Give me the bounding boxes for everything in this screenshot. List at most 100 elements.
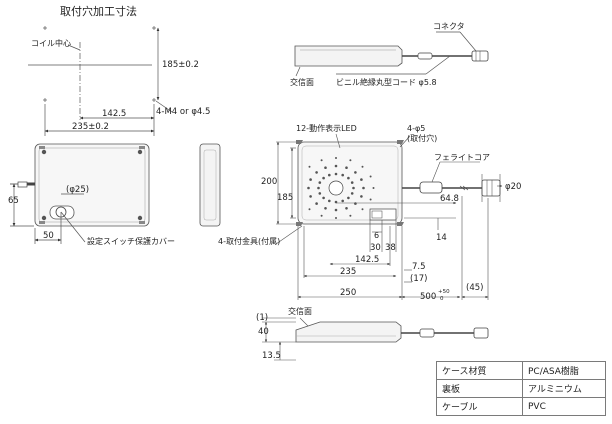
led-dot [308,208,311,211]
hole-drawing [28,26,173,136]
led-dot [347,176,350,180]
led-dot [341,199,345,203]
led-dot [345,166,348,169]
main-connector [481,179,501,197]
dim-7-5: 7.5 [412,262,426,272]
dim-30: 30 [370,243,381,253]
switch-cover-label: 設定スイッチ保護カバー [87,236,175,246]
led-dot [309,195,312,198]
dim-250: 250 [340,288,356,298]
spec-label: 裏板 [436,379,523,398]
led-dot [361,208,364,211]
dim-185-tolerance: 185±0.2 [162,60,199,70]
led-dot [369,198,372,201]
dim-200: 200 [261,177,277,187]
spec-value: PC/ASA樹脂 [522,361,606,380]
spec-table: ケース材質 PC/ASA樹脂 裏板 アルミニウム ケーブル PVC [436,361,606,416]
dim-142-5: 142.5 [355,255,379,265]
dim-6: 6 [374,231,379,240]
led-dot [322,176,325,180]
dim-50: 50 [43,231,54,241]
led-dot [350,181,354,184]
dim-65: 65 [8,196,19,206]
led-dot [362,186,365,190]
hole-spec-label: 4-M4 or φ4.5 [156,107,210,117]
led-ring [307,157,375,219]
led-dot [328,199,331,203]
led-dot [369,175,372,178]
dim-235: 235 [340,267,356,277]
led-dot [315,171,318,174]
led-dot [360,178,363,181]
top-view [294,45,489,67]
led-dot [308,165,311,168]
front-mount-hole [41,149,47,155]
front-view [10,143,150,227]
side-view [295,321,489,343]
side-view-housing [295,321,402,343]
spec-row: ケーブル PVC [436,397,606,416]
led-dot [334,208,338,212]
mount-holes-note: (取付穴) [407,133,437,143]
led-dot [324,166,327,169]
connector-label: コネクタ [433,22,465,31]
dim-500: 500 [420,292,436,302]
led-dot [318,181,322,184]
led-dot [347,196,350,200]
led-dot [334,164,338,168]
side-connector [473,327,489,339]
mount-holes-label: 4-φ5 [407,124,425,133]
led-dot [334,200,338,204]
dim-40: 40 [258,327,269,337]
cable-label: ビニル絶縁丸型コード φ5.8 [336,77,437,87]
dim-1: (1) [256,313,268,323]
led-dot [324,207,327,210]
tolerance-lower: 0 [440,296,444,302]
tolerance-upper: +50 [438,289,450,295]
led-dot [349,159,352,162]
mount-fittings-label: 4-取付金具(付属) [218,236,280,246]
comm-face-label-side: 交信面 [288,306,312,316]
dim-13-5: 13.5 [262,351,281,361]
top-view-housing [294,45,403,67]
led-label: 12-動作表示LED [296,123,357,133]
led-dot [318,192,322,195]
led-dot [320,214,323,217]
spec-row: ケース材質 PC/ASA樹脂 [436,361,606,380]
spec-label: ケース材質 [436,361,523,380]
led-dot [345,207,348,210]
led-dot [341,173,345,177]
ferrite-label: フェライトコア [434,153,490,162]
dim-phi-20: φ20 [505,182,521,192]
led-dot [315,202,318,205]
front-mount-hole [41,215,47,221]
led-dot [317,186,320,190]
dim-38: 38 [385,243,396,253]
spec-value: アルミニウム [522,379,606,398]
dim-45: (45) [466,283,483,293]
coil-center-label: コイル中心 [31,38,71,48]
led-dot [352,186,355,190]
spec-label: ケーブル [436,397,523,416]
dim-185: 185 [277,193,293,203]
side-profile [199,143,221,227]
main-view [296,140,501,226]
led-dot [350,192,354,195]
hole-drawing-title: 取付穴加工寸法 [60,4,137,18]
dim-142-5-holes: 142.5 [102,109,126,119]
dim-235-tolerance: 235±0.2 [72,122,109,132]
led-dot [309,178,312,181]
led-dot [320,159,323,162]
led-dot [307,186,310,190]
dim-14: 14 [436,233,447,243]
switch-window [369,208,397,221]
dim-64-8: 64.8 [440,194,459,204]
front-mount-hole [137,215,143,221]
spec-row: 裏板 アルミニウム [436,379,606,398]
led-dot [335,157,337,159]
front-mount-hole [137,149,143,155]
top-ferrite [417,52,433,60]
comm-face-label-top: 交信面 [290,77,314,87]
led-dot [349,214,352,217]
